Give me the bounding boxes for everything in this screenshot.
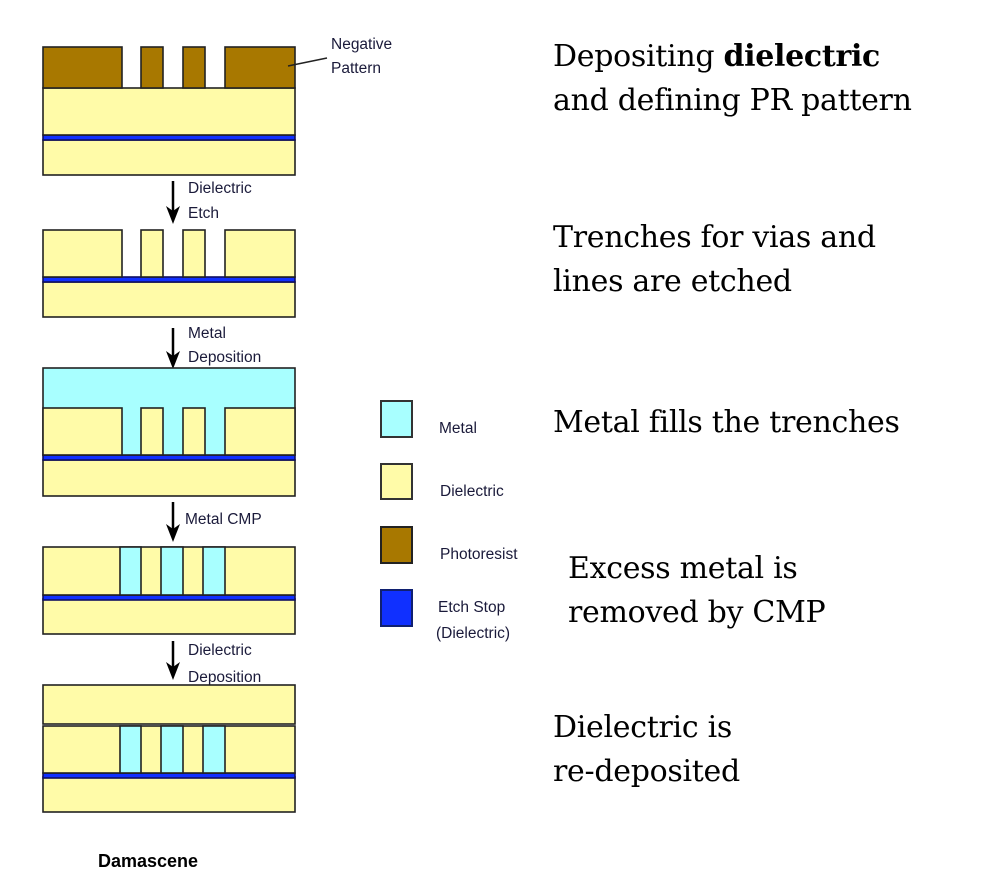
metal-plug [202, 546, 226, 596]
diagram-title: Damascene [98, 851, 198, 871]
description-step-5: Dielectric is re-deposited [553, 706, 740, 794]
description-1-line2: and defining PR pattern [553, 83, 912, 118]
legend-label-etch-stop-line1: Etch Stop [438, 599, 505, 616]
step-label-3: Metal CMP [185, 511, 262, 528]
lower-dielectric-layer [42, 281, 296, 318]
step-label-1-line1: Dielectric [188, 180, 252, 197]
stage-3-metal-deposited [42, 367, 296, 497]
legend-label-dielectric: Dielectric [440, 483, 504, 500]
legend-label-photoresist: Photoresist [440, 546, 518, 563]
process-arrow-icon [166, 181, 180, 224]
description-step-4: Excess metal is removed by CMP [568, 547, 826, 635]
step-label-2-line1: Metal [188, 325, 226, 342]
legend-swatch-metal [380, 400, 413, 438]
step-label-4-line1: Dielectric [188, 642, 252, 659]
stage-1-pr-pattern [42, 46, 296, 176]
description-step-3: Metal fills the trenches [553, 401, 900, 445]
legend: Metal Dielectric Photoresist Etch Stop (… [380, 400, 518, 642]
metal-plug [160, 546, 184, 596]
dielectric-pillar [140, 229, 164, 278]
legend-swatch-dielectric [380, 463, 413, 500]
lower-dielectric-layer [42, 459, 296, 497]
process-arrow-icon [166, 502, 180, 542]
description-3-line1: Metal fills the trenches [553, 405, 900, 440]
etch-stop-layer [42, 276, 296, 283]
lower-dielectric-layer [42, 776, 296, 813]
lower-dielectric-layer [42, 139, 296, 176]
step-label-2-line2: Deposition [188, 349, 261, 366]
metal-plug [160, 725, 184, 774]
process-arrow-icon [166, 328, 180, 369]
metal-plug [119, 546, 142, 596]
description-4-line1: Excess metal is [568, 551, 798, 586]
description-1-bold: dielectric [723, 39, 881, 74]
description-2-line2: lines are etched [553, 264, 792, 299]
annotation-leader-line [287, 57, 328, 67]
annotation-label-line2: Pattern [331, 60, 381, 77]
dielectric-pillar [42, 229, 123, 278]
metal-plug [119, 725, 142, 774]
dielectric-pillar [182, 407, 206, 456]
step-label-4-line2: Deposition [188, 669, 261, 686]
stage-5-dielectric-redeposited [42, 684, 296, 813]
dielectric-pillar [224, 407, 296, 456]
photoresist-block [182, 46, 206, 89]
metal-plug [202, 725, 226, 774]
description-5-line2: re-deposited [553, 754, 740, 789]
photoresist-block [42, 46, 123, 89]
legend-label-metal: Metal [439, 420, 477, 437]
legend-swatch-photoresist [380, 526, 413, 564]
description-step-2: Trenches for vias and lines are etched [553, 216, 876, 304]
annotation-label-line1: Negative [331, 36, 392, 53]
description-1-pre: Depositing [553, 39, 724, 74]
description-2-line1: Trenches for vias and [553, 220, 876, 255]
upper-dielectric-layer [42, 87, 296, 136]
lower-dielectric-layer [42, 598, 296, 635]
dielectric-pillar [140, 407, 164, 456]
dielectric-pillar [224, 229, 296, 278]
dielectric-pillar [182, 229, 206, 278]
description-5-line1: Dielectric is [553, 710, 732, 745]
redeposited-dielectric-layer [42, 684, 296, 725]
photoresist-block [224, 46, 296, 89]
dielectric-pillar [42, 407, 123, 456]
legend-label-etch-stop-line2: (Dielectric) [436, 625, 510, 642]
stage-2-etched [42, 229, 296, 318]
process-arrow-icon [166, 641, 180, 680]
step-label-1-line2: Etch [188, 205, 219, 222]
description-4-line2: removed by CMP [568, 595, 826, 630]
description-step-1: Depositing dielectric and defining PR pa… [553, 35, 912, 123]
photoresist-block [140, 46, 164, 89]
legend-swatch-etch-stop [380, 589, 413, 627]
stage-4-after-cmp [42, 546, 296, 635]
